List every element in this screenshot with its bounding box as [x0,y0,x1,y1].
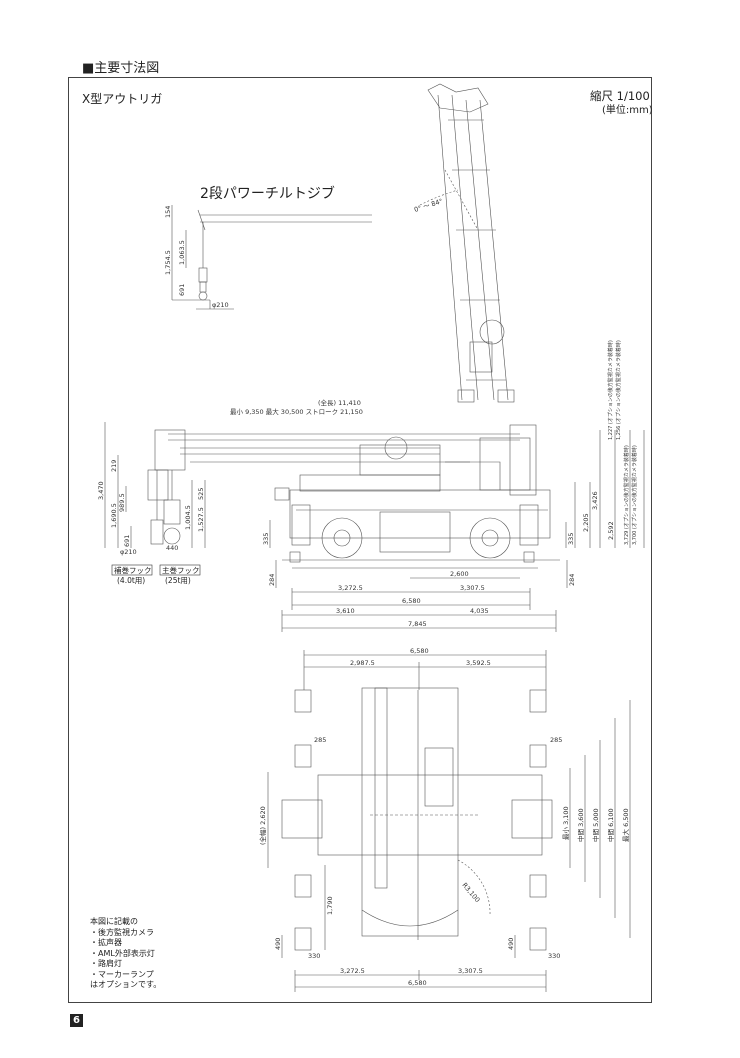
vert-219: 219 [110,460,118,472]
ground-284-left: 284 [268,574,276,586]
jib-dim-1754: 1,754.5 [164,250,172,275]
vert-1690: 1,690.5 [110,503,118,528]
hook-dim-440: 440 [166,544,178,552]
option-note: 本図に記載の ・後方監視カメラ ・拡声器 ・AML外部表示灯 ・路肩灯 ・マーカ… [90,917,161,991]
radius-label: R3,100 [460,881,481,904]
option-note-2: 1,256 (オプションの後方監視カメラ装着時) [615,340,622,440]
jib-dim-hook: φ210 [212,301,229,309]
span-mid-1: 中間 3,600 [576,808,585,842]
center-dim-1790: 1,790 [326,896,334,915]
hdim-2600: 2,600 [450,570,469,578]
hdim-7845: 7,845 [408,620,427,628]
boom-range: 最小 9,350 最大 30,500 ストローク 21,150 [230,407,363,416]
vert-1527: 1,527.5 [197,507,205,532]
hdim-6580: 6,580 [402,597,421,605]
vert-335-left: 335 [262,533,270,545]
overall-width: (全幅) 2,620 [258,806,267,845]
pad-dim-285-left: 285 [314,736,326,744]
jib-title: 2段パワーチルトジブ [200,186,335,202]
top-dim-2987: 2,987.5 [350,659,375,667]
jib-dim-1063: 1,063.5 [178,240,186,265]
note-line: ・拡声器 [90,938,122,947]
pad-dim-285-right: 285 [550,736,562,744]
vert-3426: 3,426 [591,491,599,510]
bottom-dim-6580: 6,580 [408,979,427,987]
note-line: ・AML外部表示灯 [90,948,155,958]
bottom-pad-330-right: 330 [548,952,560,960]
hdim-3610: 3,610 [336,607,355,615]
bottom-pad-330-left: 330 [308,952,320,960]
unit-label: (単位:mm) [602,105,653,116]
vert-2592: 2,592 [607,521,615,540]
vert-335-right: 335 [567,533,575,545]
option-note-1: 1,227 (オプションの後方監視カメラ装着時) [607,340,614,440]
top-dim-3592: 3,592.5 [466,659,491,667]
vert-989: 989.5 [118,493,126,512]
bottom-dim-3307: 3,307.5 [458,967,483,975]
section-title: ■主要寸法図 [82,61,160,76]
note-line: ・マーカーランプ [90,969,154,979]
page-number: 6 [70,1014,83,1027]
span-mid-2: 中間 5,000 [591,808,600,842]
jib-dim-154: 154 [164,206,172,218]
vert-691: 691 [123,535,131,547]
bottom-pad-490-right: 490 [507,938,515,950]
span-max: 最大 6,500 [621,808,630,842]
jib-dim-691: 691 [178,284,186,296]
option-note-3: 3,729 (オプションの後方監視カメラ装着時) [623,445,630,545]
hdim-3307: 3,307.5 [460,584,485,592]
vert-2205: 2,205 [582,513,590,532]
main-hook-capacity: (25t用) [165,576,191,585]
note-line: はオプションです。 [90,980,162,989]
hdim-4035: 4,035 [470,607,489,615]
boom-angle: 0° ～ 84° [413,197,444,214]
top-dim-6580: 6,580 [410,647,429,655]
hook-dim-phi: φ210 [120,548,137,556]
note-line: 本図に記載の [90,917,138,926]
vert-1004: 1,004.5 [184,505,192,530]
drawing-frame [68,77,652,1003]
main-hook-label: 主巻フック [162,565,200,575]
scale-label: 縮尺 1/100 [590,89,650,103]
outrigger-type-label: X型アウトリガ [82,92,163,106]
span-min: 最小 3,100 [561,806,570,840]
hdim-3272: 3,272.5 [338,584,363,592]
ground-284-right: 284 [568,574,576,586]
aux-hook-capacity: (4.0t用) [117,576,145,585]
note-line: ・後方監視カメラ [90,927,154,937]
overall-length: (全長) 11,410 [318,398,361,407]
note-line: ・路肩灯 [90,959,122,968]
vert-3470: 3,470 [97,481,105,500]
aux-hook-label: 補巻フック [114,565,152,575]
bottom-dim-3272: 3,272.5 [340,967,365,975]
vert-525: 525 [197,488,205,500]
option-note-4: 3,700 (オプションの後方監視カメラ装着時) [631,445,638,545]
span-mid-3: 中間 6,100 [606,808,615,842]
bottom-pad-490-left: 490 [274,938,282,950]
